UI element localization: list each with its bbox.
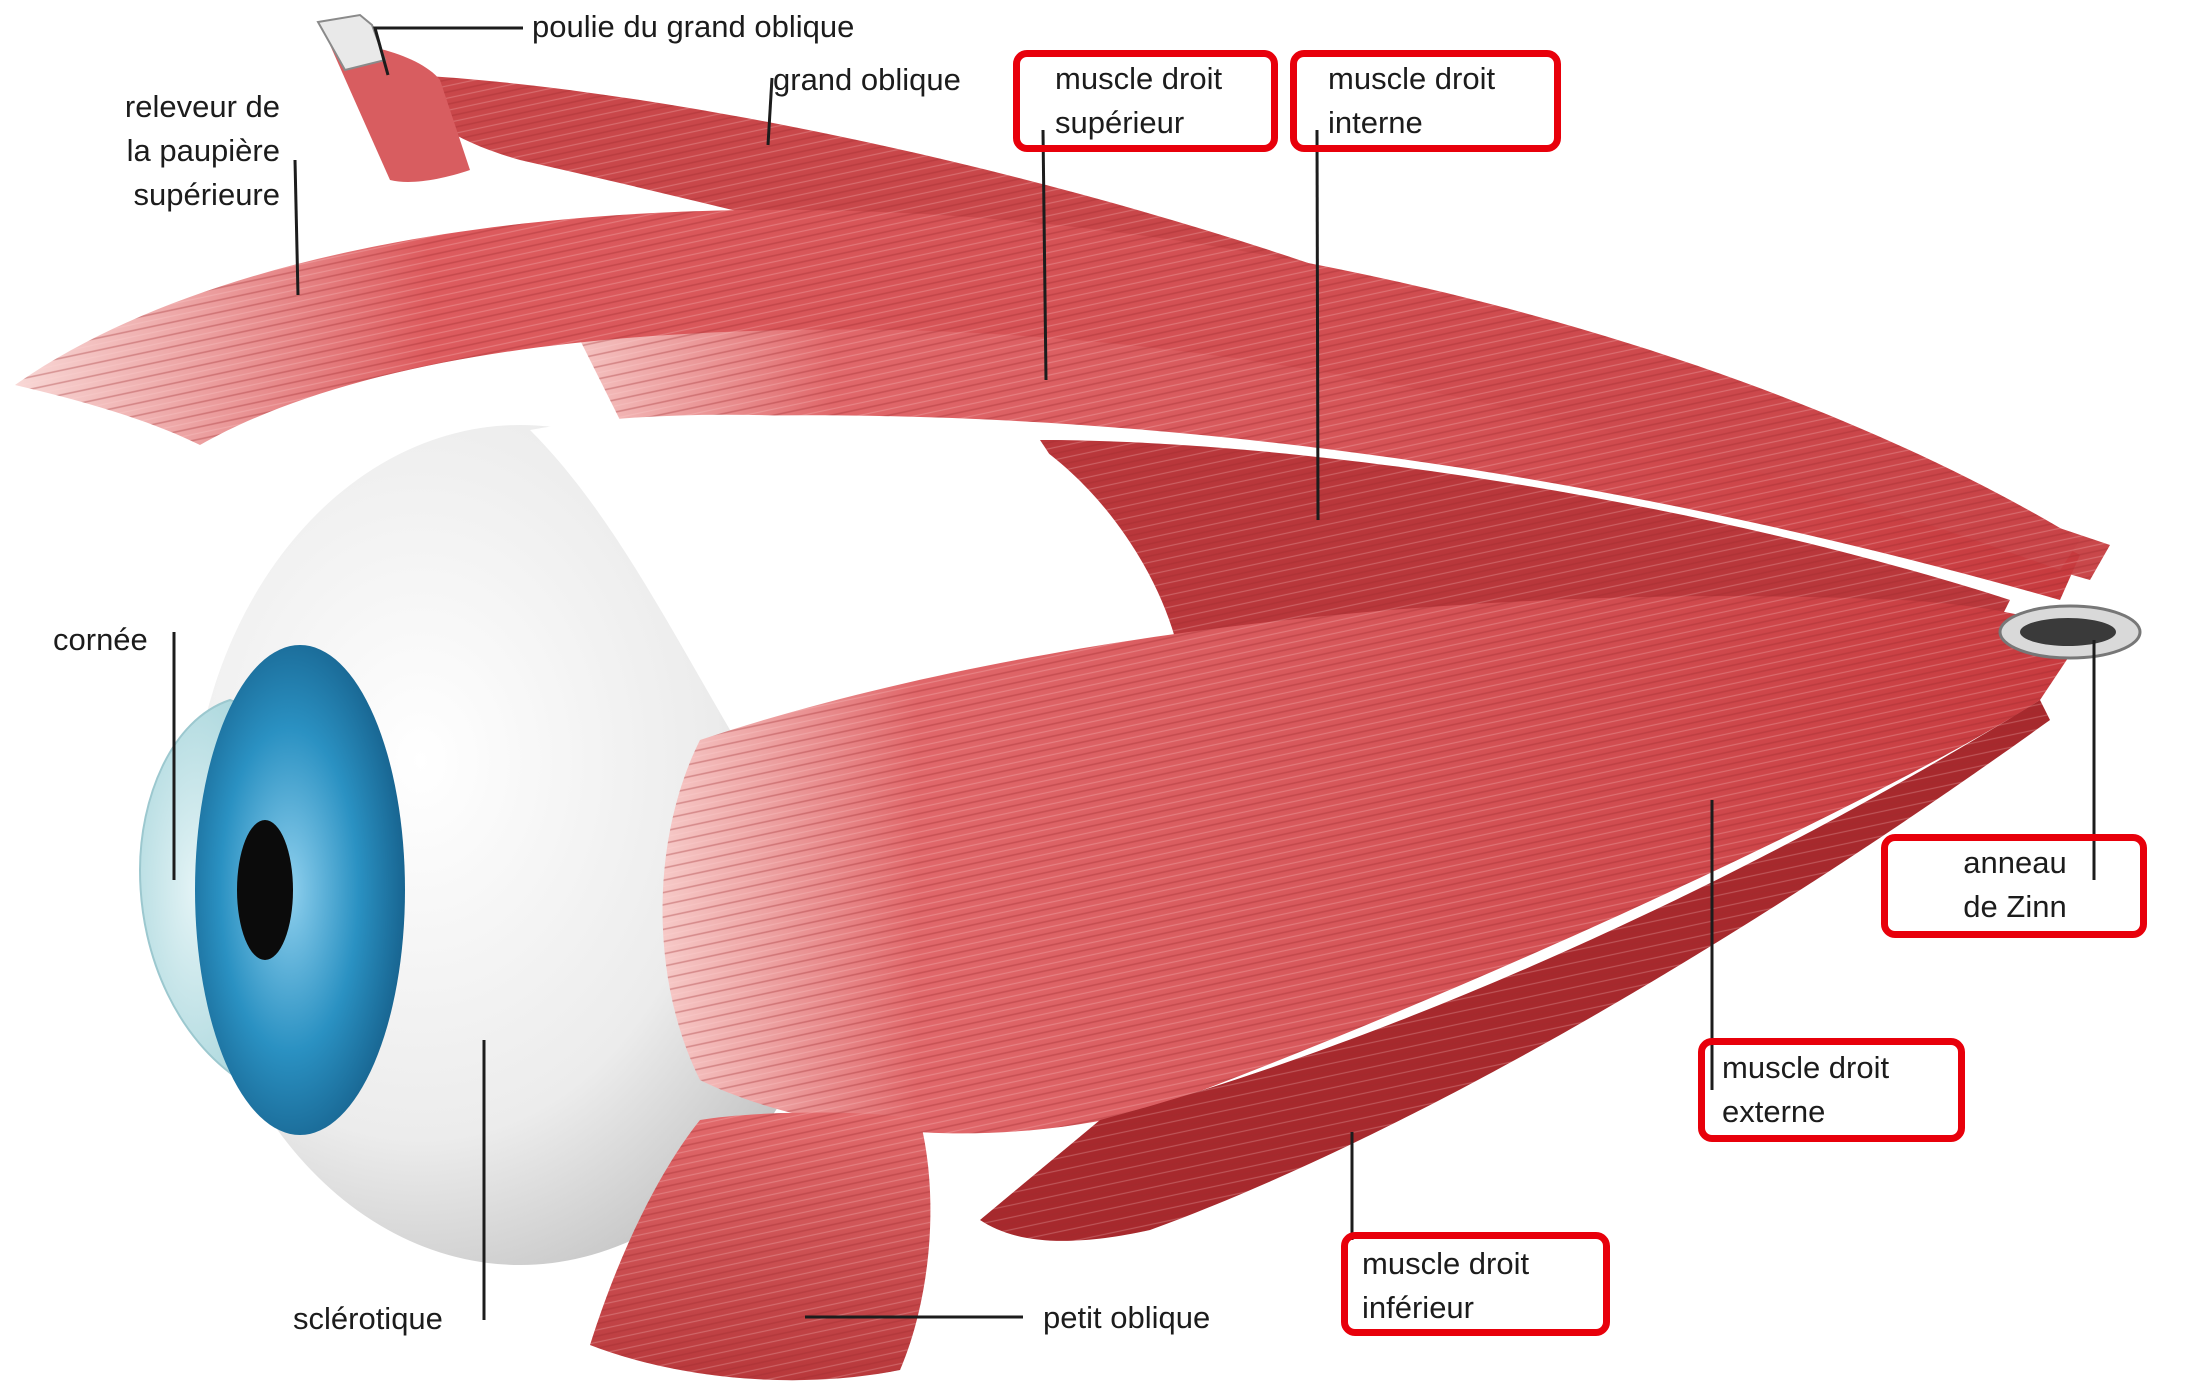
iris bbox=[195, 645, 405, 1135]
label-petit-oblique: petit oblique bbox=[1043, 1296, 1210, 1340]
label-sclerotique: sclérotique bbox=[293, 1297, 443, 1341]
label-droit-inferieur: muscle droit inférieur bbox=[1362, 1242, 1529, 1330]
label-droit-inferieur-line1: muscle droit bbox=[1362, 1242, 1529, 1286]
label-droit-externe-line2: externe bbox=[1722, 1090, 1889, 1134]
label-droit-superieur: muscle droit supérieur bbox=[1055, 57, 1222, 145]
label-releveur-line1: releveur de bbox=[60, 85, 280, 129]
label-poulie: poulie du grand oblique bbox=[532, 5, 854, 49]
label-droit-inferieur-line2: inférieur bbox=[1362, 1286, 1529, 1330]
label-releveur-line2: la paupière bbox=[60, 129, 280, 173]
label-droit-interne-line2: interne bbox=[1328, 101, 1495, 145]
label-releveur-line3: supérieure bbox=[60, 173, 280, 217]
label-anneau: anneau de Zinn bbox=[1900, 841, 2130, 929]
label-cornee: cornée bbox=[53, 618, 148, 662]
label-droit-superieur-line1: muscle droit bbox=[1055, 57, 1222, 101]
anneau-de-zinn bbox=[2000, 606, 2140, 658]
label-grand-oblique: grand oblique bbox=[773, 58, 961, 102]
label-releveur: releveur de la paupière supérieure bbox=[60, 85, 280, 217]
label-droit-externe: muscle droit externe bbox=[1722, 1046, 1889, 1134]
label-droit-interne-line1: muscle droit bbox=[1328, 57, 1495, 101]
trochlea-pulley bbox=[318, 15, 385, 70]
label-anneau-line2: de Zinn bbox=[1900, 885, 2130, 929]
label-droit-externe-line1: muscle droit bbox=[1722, 1046, 1889, 1090]
label-anneau-line1: anneau bbox=[1900, 841, 2130, 885]
pupille bbox=[237, 820, 293, 960]
label-droit-interne: muscle droit interne bbox=[1328, 57, 1495, 145]
label-droit-superieur-line2: supérieur bbox=[1055, 101, 1222, 145]
